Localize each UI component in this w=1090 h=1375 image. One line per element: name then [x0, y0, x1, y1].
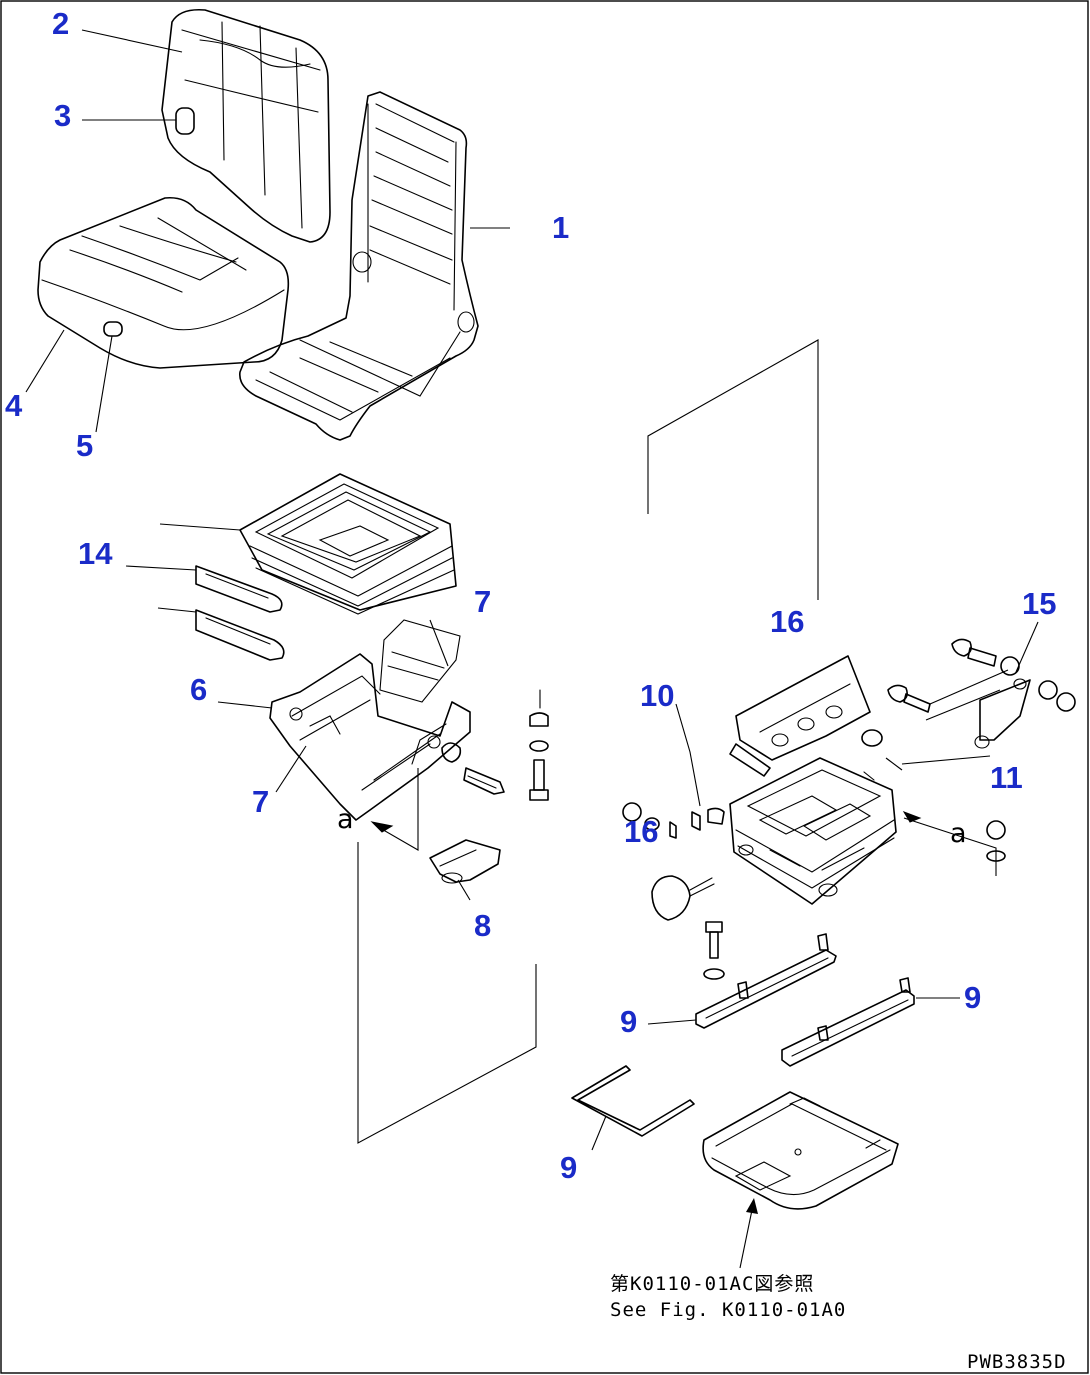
callout-9-right: 9 — [964, 980, 981, 1015]
callout-7-upper: 7 — [474, 584, 491, 619]
fasteners-10 — [622, 802, 725, 839]
callout-6: 6 — [190, 672, 207, 707]
suspension-assembly — [729, 757, 897, 905]
plate-8 — [429, 839, 501, 884]
bracket-fasteners — [441, 689, 549, 801]
cover-16 — [729, 655, 871, 777]
callout-4: 4 — [5, 388, 23, 423]
callout-15: 15 — [1022, 586, 1056, 621]
leader-lines — [25, 29, 1039, 1151]
callout-2: 2 — [52, 6, 69, 41]
seat-lever-knob — [103, 321, 123, 337]
callout-3: 3 — [54, 98, 71, 133]
callout-1: 1 — [552, 210, 569, 245]
note-japanese: 第K0110-01AC図参照 — [610, 1273, 814, 1295]
base-plate — [702, 1091, 899, 1210]
note-english: See Fig. K0110-01A0 — [610, 1299, 846, 1321]
callout-9-middle: 9 — [620, 1004, 637, 1039]
callout-10: 10 — [640, 678, 674, 713]
callout-14: 14 — [78, 536, 113, 571]
fasteners-15 — [861, 638, 1076, 749]
callout-5: 5 — [76, 428, 93, 463]
ref-letter-a-right: a — [950, 818, 967, 849]
ref-letter-a-left: a — [337, 804, 354, 835]
backrest-cushion — [161, 8, 331, 243]
explode-lines — [357, 339, 997, 1144]
vertical-bolt — [703, 921, 725, 980]
slide-rails-14 — [195, 565, 285, 661]
seat-cushion — [37, 196, 290, 369]
drawing-number: PWB3835D — [967, 1351, 1067, 1373]
callout-16-lower: 16 — [624, 814, 658, 849]
callout-7-lower: 7 — [252, 784, 269, 819]
note-arrow — [739, 1209, 753, 1269]
lumbar-knob — [175, 107, 195, 135]
arrow-a-right — [902, 811, 922, 823]
callout-16-upper: 16 — [770, 604, 804, 639]
callout-9-left: 9 — [560, 1150, 577, 1185]
adjust-knob-16 — [651, 875, 715, 921]
rails-9 — [695, 933, 915, 1067]
callout-11: 11 — [990, 760, 1023, 795]
plate-9 — [571, 1065, 695, 1137]
seat-frame — [239, 91, 479, 441]
arrow-a-left — [370, 821, 394, 833]
lower-bracket — [269, 619, 471, 821]
note-arrowhead — [746, 1198, 758, 1214]
callout-8: 8 — [474, 908, 491, 943]
suspension-bellows — [239, 473, 457, 615]
